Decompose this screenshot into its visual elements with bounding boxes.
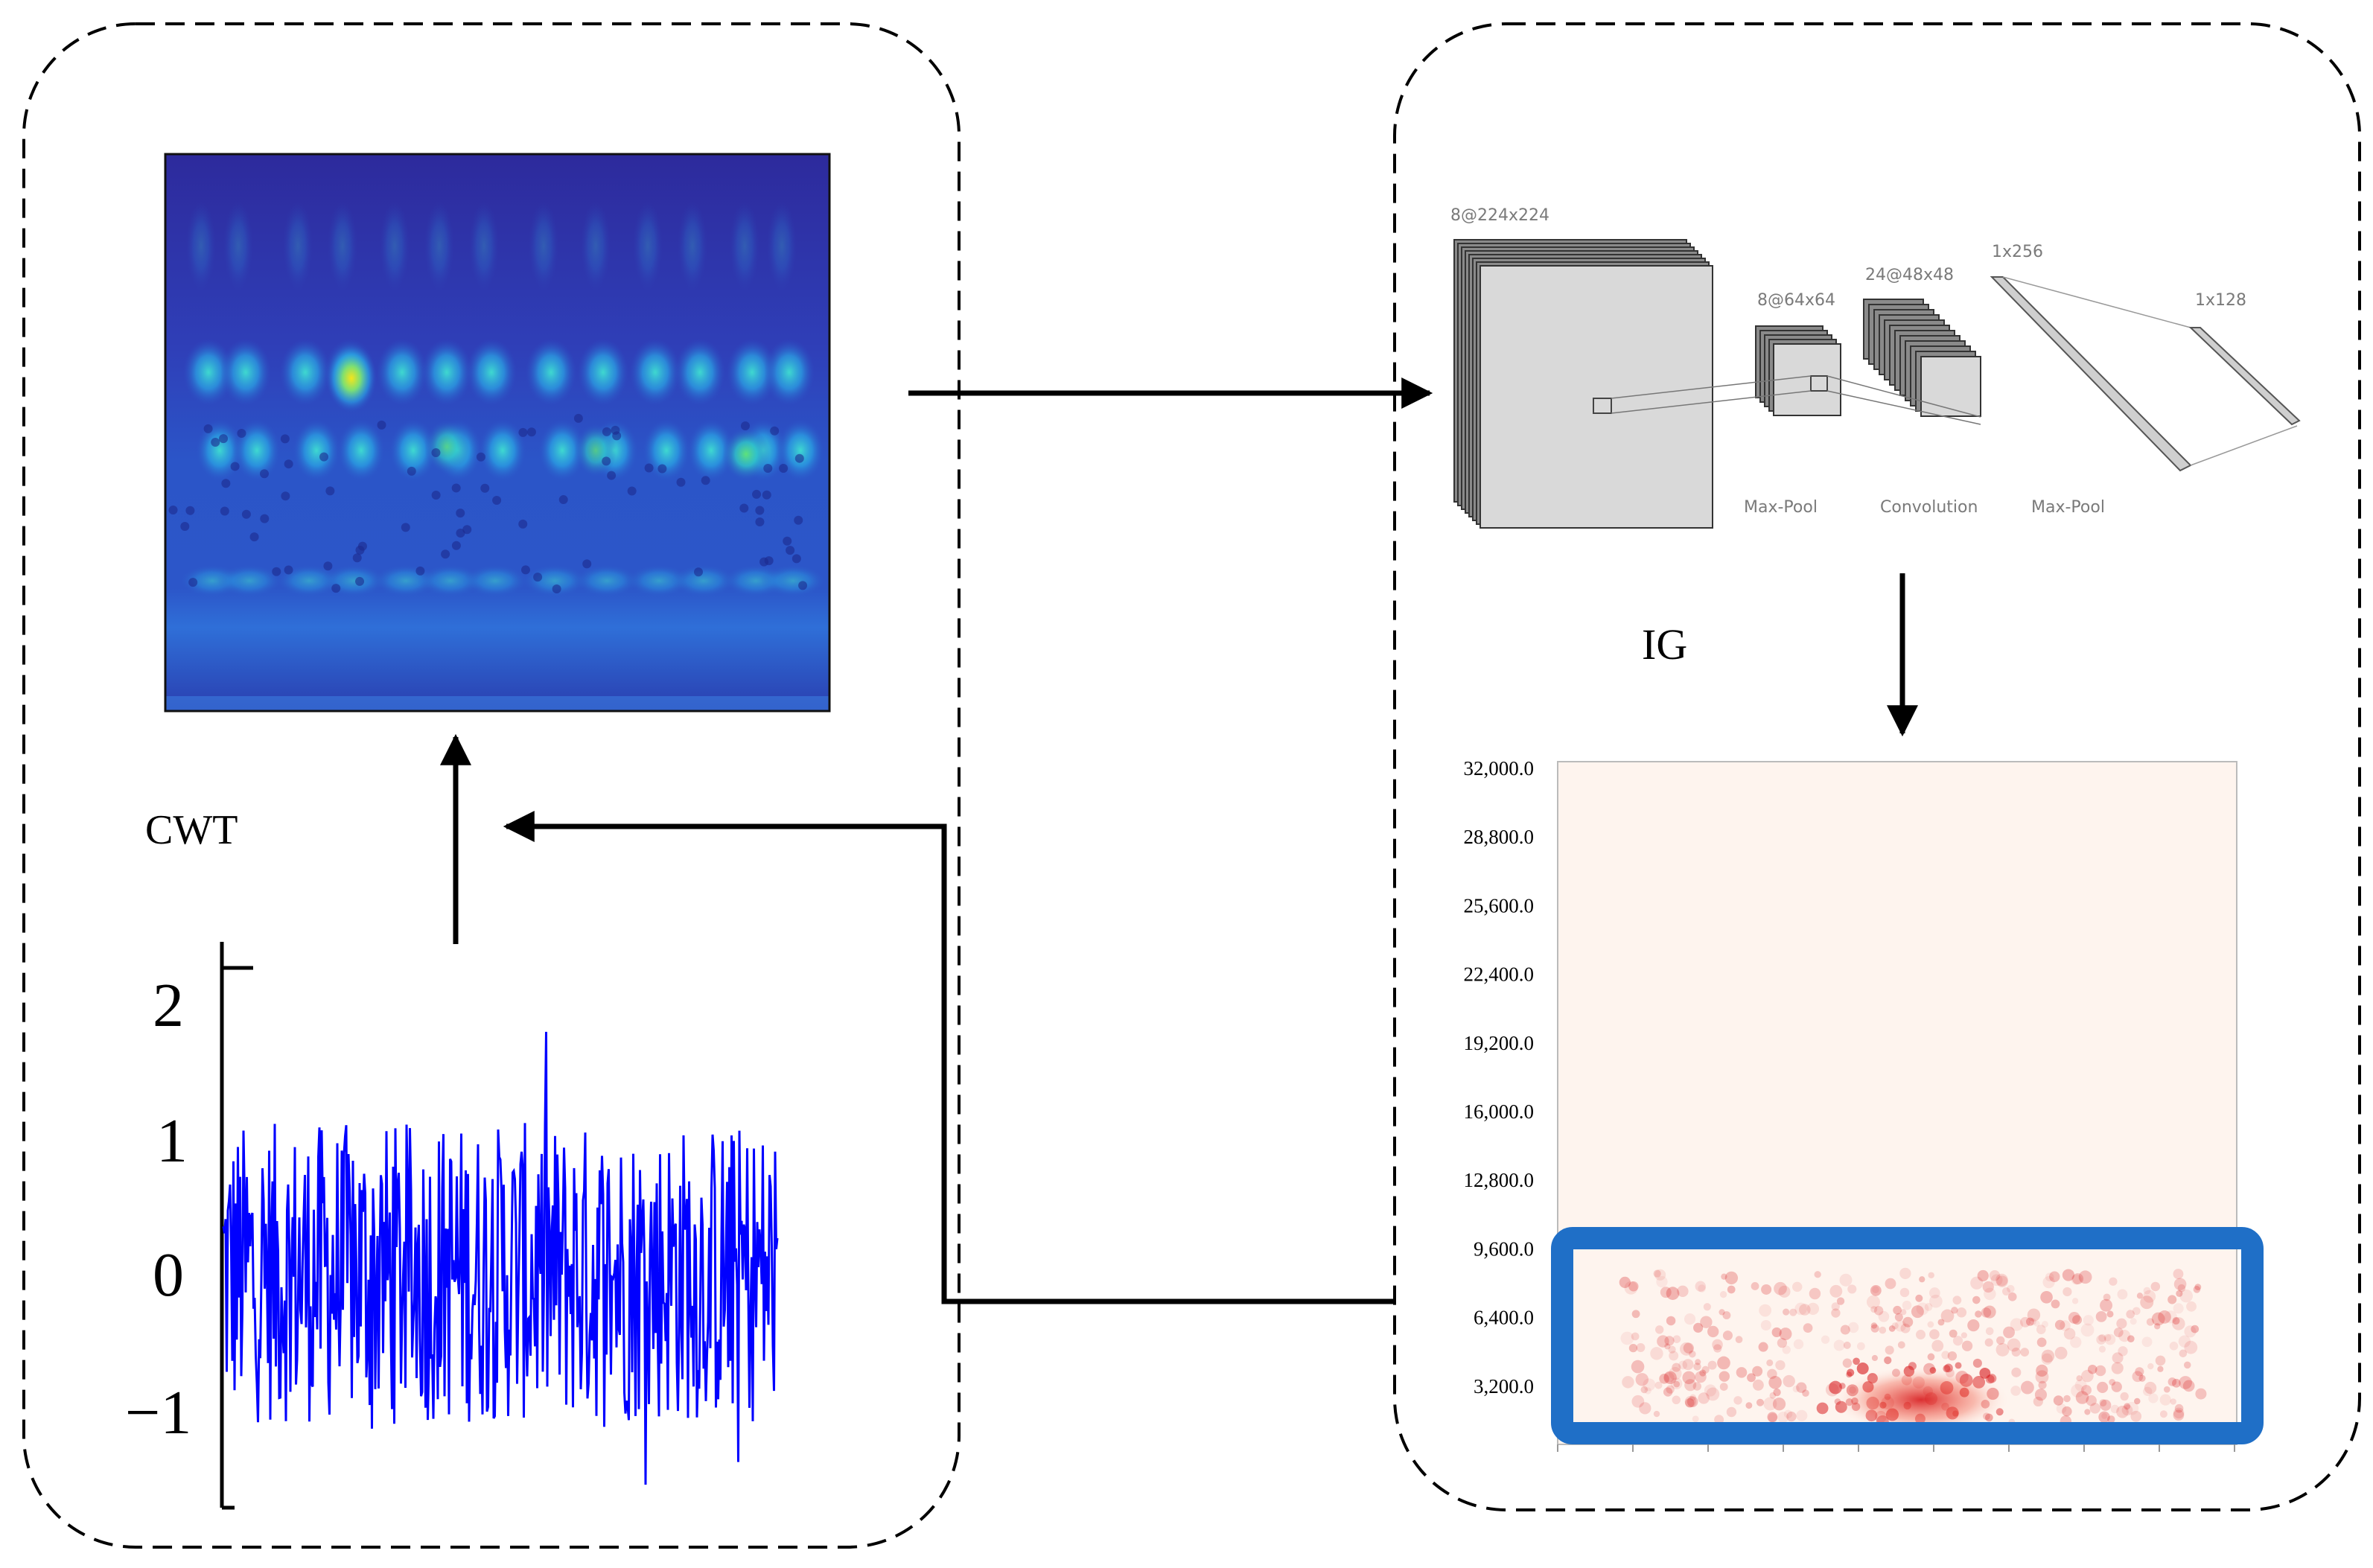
- signal-plot: 2 1 0 −1: [125, 942, 779, 1510]
- signal-tick-0: 0: [153, 1240, 184, 1310]
- arrow-ig-to-signal: [503, 811, 1395, 1304]
- cnn-layer3-label: 24@48x48: [1865, 266, 1954, 284]
- cnn-layer2-label: 8@64x64: [1757, 291, 1835, 310]
- cnn-op3-label: Max-Pool: [2031, 498, 2105, 517]
- ig-axis-tick: 12,800.0: [1464, 1169, 1535, 1191]
- ig-axis-tick: 22,400.0: [1464, 963, 1535, 986]
- signal-tick-1: 1: [156, 1106, 188, 1176]
- cnn-layer4-label: 1x256: [1992, 243, 2043, 261]
- ig-axis-tick: 19,200.0: [1464, 1032, 1535, 1054]
- ig-label: IG: [1642, 620, 1687, 669]
- ig-heatmap: 32,000.0 28,800.0 25,600.0 22,400.0 19,200.0…: [1464, 757, 2264, 1452]
- ig-axis-tick: 6,400.0: [1474, 1307, 1534, 1329]
- cnn-op2-label: Convolution: [1880, 498, 1978, 517]
- left-panel-border: [22, 22, 961, 1549]
- signal-trace: [222, 1031, 779, 1485]
- cnn-layer1-label: 8@224x224: [1450, 206, 1549, 225]
- ig-highlight-box: [1551, 1227, 2264, 1444]
- cnn-diagram: 8@224x224 8@64x64 24@48x48 1x256 1x128 M…: [1450, 206, 2301, 529]
- signal-tick-2: 2: [153, 971, 184, 1040]
- signal-tick-neg1: −1: [125, 1378, 191, 1447]
- ig-axis-tick: 28,800.0: [1464, 826, 1535, 848]
- cwt-scalogram: [164, 153, 831, 713]
- cnn-layer5-label: 1x128: [2195, 291, 2246, 310]
- ig-axis-tick: 32,000.0: [1464, 757, 1535, 780]
- cnn-op1-label: Max-Pool: [1744, 498, 1818, 517]
- cnn-dense-128: [2188, 327, 2301, 426]
- ig-heatmap-area: [1557, 761, 2237, 1445]
- ig-axis-tick: 9,600.0: [1474, 1237, 1534, 1260]
- cnn-dense-256: [1990, 276, 2192, 472]
- ig-axis-tick: 25,600.0: [1464, 894, 1535, 917]
- ig-axis-tick: 3,200.0: [1474, 1375, 1534, 1398]
- ig-axis-tick: 16,000.0: [1464, 1100, 1535, 1123]
- cwt-label: CWT: [145, 807, 238, 853]
- right-panel-border: [1393, 22, 2361, 1511]
